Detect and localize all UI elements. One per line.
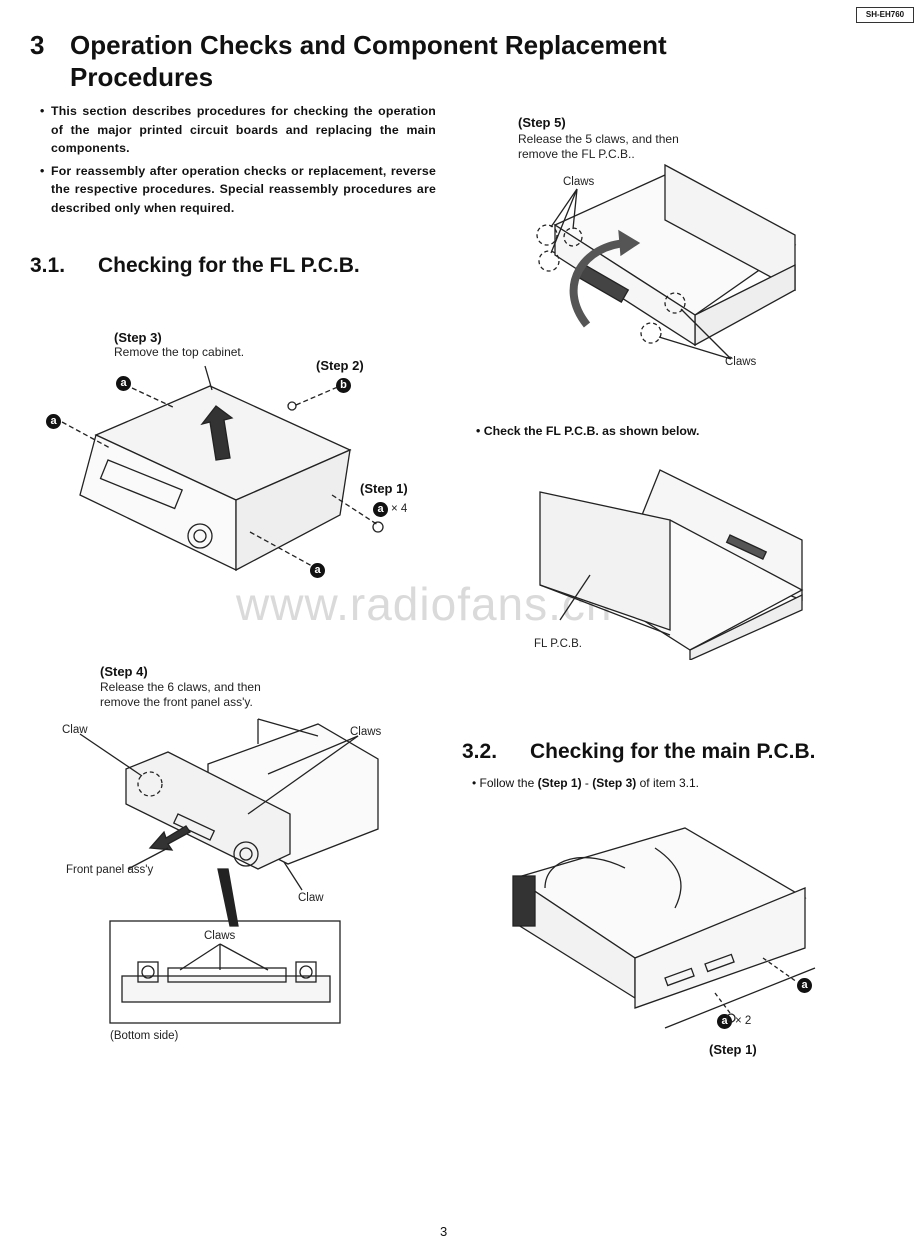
step5-description-line1: Release the 5 claws, and then: [518, 132, 679, 146]
check-fl-bullet: • Check the FL P.C.B. as shown below.: [476, 424, 700, 438]
section-number: 3: [30, 30, 45, 60]
top-cabinet-drawing: [61, 365, 384, 572]
step3-description: Remove the top cabinet.: [114, 345, 245, 359]
step3-label: (Step 3): [114, 330, 162, 345]
bottom-side-label: (Bottom side): [110, 1030, 179, 1042]
step5-label: (Step 5): [518, 115, 566, 130]
fl-pcb-label: FL P.C.B.: [534, 638, 582, 650]
claws-top-label: Claws: [563, 176, 595, 188]
intro-bullet: This section describes procedures for ch…: [38, 102, 436, 158]
figure-main-pcb: a a × 2 (Step 1): [505, 818, 825, 1068]
step4-label: (Step 4): [100, 664, 148, 679]
follow-post: of item 3.1.: [636, 776, 699, 790]
follow-step3: (Step 3): [592, 776, 637, 790]
follow-dash: -: [581, 776, 593, 790]
check-fl-text: Check the FL P.C.B. as shown below.: [483, 424, 700, 438]
inset-claws-label: Claws: [204, 930, 236, 942]
section-title-line1: Operation Checks and Component Replaceme…: [70, 30, 667, 60]
screw-a-marker: a: [310, 563, 325, 578]
front-panel-drawing: [79, 718, 379, 1024]
figure-release-fl-pcb: (Step 5) Release the 5 claws, and then r…: [515, 115, 815, 377]
screw-count: × 4: [391, 503, 408, 515]
fl-pcb-release-drawing: [536, 163, 797, 360]
step1-label: (Step 1): [709, 1042, 757, 1057]
step4-description-line2: remove the front panel ass'y.: [100, 695, 253, 709]
screw-a-marker: a: [797, 978, 812, 993]
step4-description-line1: Release the 6 claws, and then: [100, 680, 261, 694]
subsection-number-3-1: 3.1.: [30, 254, 66, 277]
claws-bottom-label: Claws: [725, 356, 757, 368]
page-number: 3: [440, 1224, 448, 1239]
subsection-title-3-1: Checking for the FL P.C.B.: [98, 254, 360, 277]
intro-list: This section describes procedures for ch…: [38, 102, 436, 221]
screw-a-marker: a: [116, 376, 131, 391]
screw-a-marker: a: [46, 414, 61, 429]
screw-count: × 2: [735, 1015, 752, 1027]
figure-remove-top-cabinet: (Step 3) Remove the top cabinet. (Step 2…: [40, 330, 440, 590]
screw-a-marker: a: [373, 502, 388, 517]
screw-a-marker: a: [717, 1014, 732, 1029]
main-pcb-drawing: [512, 827, 816, 1029]
follow-pre: Follow the: [479, 776, 538, 790]
claws-label: Claws: [350, 726, 382, 738]
screw-b-marker: b: [336, 378, 351, 393]
claw-label: Claw: [62, 724, 88, 736]
step5-description-line2: remove the FL P.C.B..: [518, 147, 635, 161]
subsection-title-3-2: Checking for the main P.C.B.: [530, 740, 816, 763]
subsection-number-3-2: 3.2.: [462, 740, 498, 763]
fl-pcb-check-drawing: [539, 469, 804, 660]
step1-label: (Step 1): [360, 481, 408, 496]
follow-steps-line: • Follow the (Step 1) - (Step 3) of item…: [472, 776, 699, 790]
step2-label: (Step 2): [316, 358, 364, 373]
section-title-line2: Procedures: [70, 62, 214, 92]
model-number-badge: SH-EH760: [856, 7, 914, 23]
figure-check-fl-pcb: FL P.C.B.: [520, 460, 820, 660]
intro-bullet: For reassembly after operation checks or…: [38, 162, 436, 218]
follow-step1: (Step 1): [537, 776, 582, 790]
figure-remove-front-panel: (Step 4) Release the 6 claws, and then r…: [58, 664, 448, 1054]
claw-bottom-label: Claw: [298, 892, 324, 904]
